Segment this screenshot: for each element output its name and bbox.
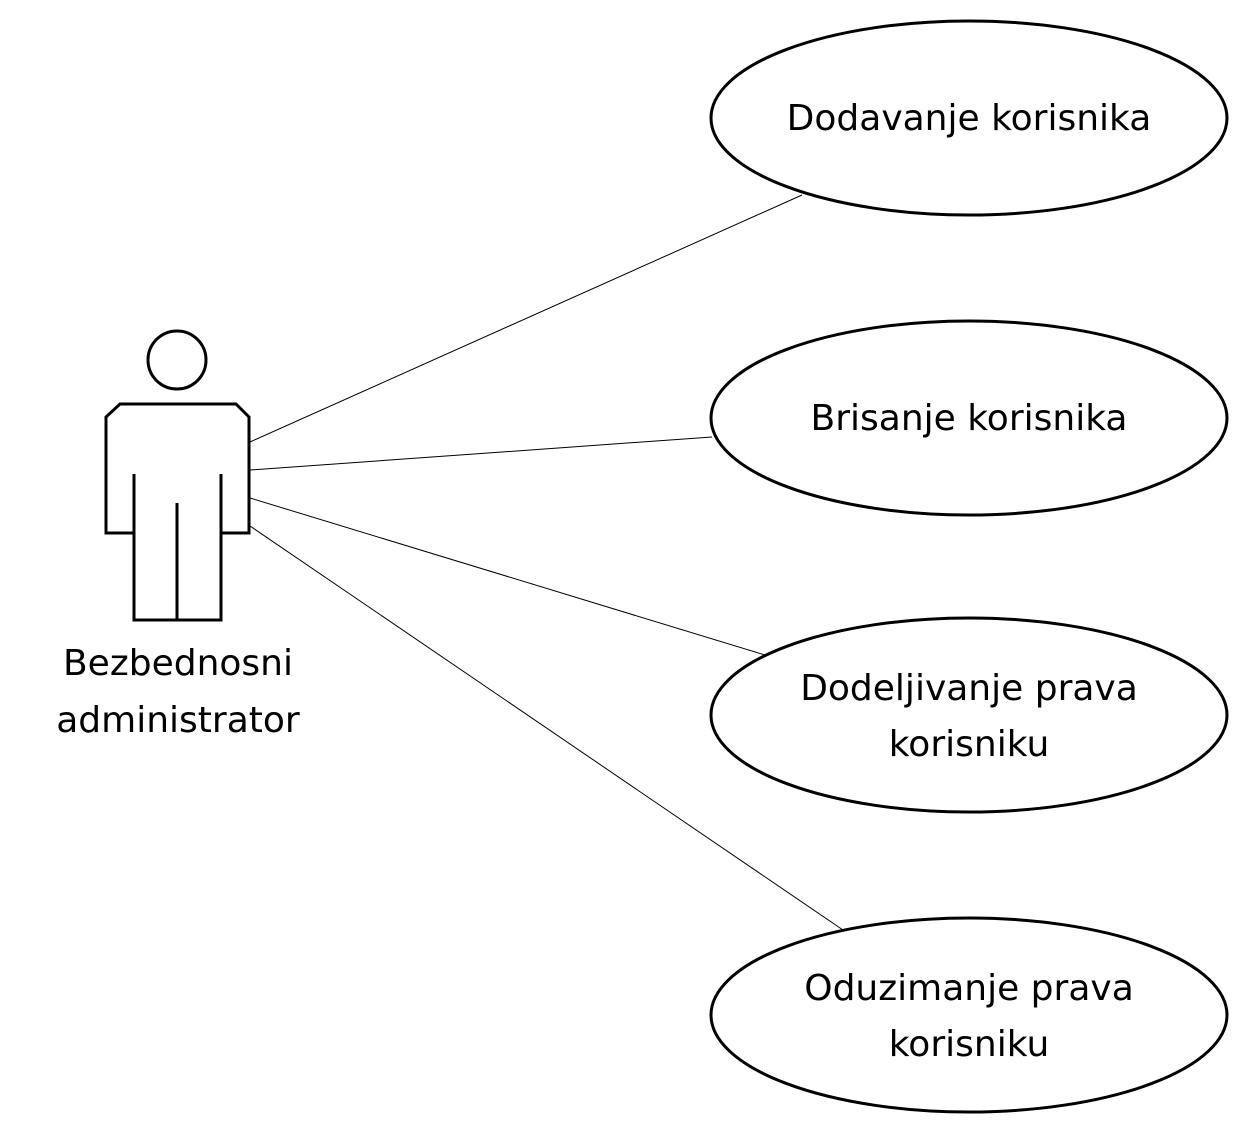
association-line-dodeljivanje (249, 497, 766, 656)
use-case-brisanje-korisnika[interactable]: Brisanje korisnika (709, 319, 1229, 517)
association-line-brisanje (249, 436, 713, 471)
use-case-label-line2: korisniku (889, 724, 1050, 765)
actor-name-line1: Bezbednosni (63, 643, 293, 684)
use-case-ellipse (709, 319, 1229, 517)
actor-figure[interactable] (104, 329, 251, 622)
use-case-ellipse (709, 916, 1229, 1114)
use-case-ellipse (709, 19, 1229, 217)
actor-head (146, 329, 208, 391)
use-case-label: Dodavanje korisnika (787, 98, 1152, 139)
use-case-label-line2: korisniku (889, 1024, 1050, 1065)
use-case-dodavanje-korisnika[interactable]: Dodavanje korisnika (709, 19, 1229, 217)
use-case-oduzimanje-prava[interactable]: Oduzimanje prava korisniku (709, 916, 1229, 1114)
use-case-label-line1: Oduzimanje prava (804, 968, 1134, 1009)
association-line-dodavanje (249, 194, 803, 443)
association-line-oduzimanje (249, 525, 844, 931)
actor-name-line2: administrator (56, 700, 300, 741)
use-case-label-line1: Dodeljivanje prava (800, 668, 1138, 709)
use-case-dodeljivanje-prava[interactable]: Dodeljivanje prava korisniku (709, 616, 1229, 814)
use-case-ellipse (709, 616, 1229, 814)
use-case-label: Brisanje korisnika (811, 398, 1128, 439)
